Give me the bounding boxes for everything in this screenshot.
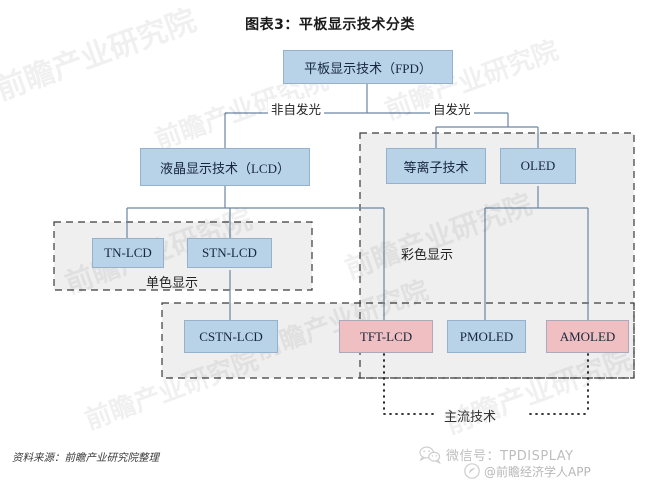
node-cstn-lcd-label: CSTN-LCD [199, 328, 263, 344]
node-tn-lcd[interactable]: TN-LCD [92, 238, 164, 268]
node-plasma[interactable]: 等离子技术 [386, 148, 486, 184]
node-fpd-label: 平板显示技术（FPD） [304, 60, 432, 76]
node-tft-lcd[interactable]: TFT-LCD [339, 320, 433, 353]
app-logo-icon [464, 463, 480, 479]
diagram-canvas: 平板显示技术（FPD） 液晶显示技术（LCD） 等离子技术 OLED TN-LC… [53, 50, 635, 424]
label-monochrome-display: 单色显示 [146, 275, 199, 290]
node-pmoled[interactable]: PMOLED [447, 320, 526, 353]
node-pmoled-label: PMOLED [459, 328, 514, 344]
node-tn-lcd-label: TN-LCD [104, 245, 152, 260]
label-non-self-emitting: 非自发光 [268, 99, 325, 118]
source-note: 资料来源：前瞻产业研究院整理 [12, 452, 159, 464]
node-stn-lcd-label: STN-LCD [202, 245, 257, 260]
wechat-id: 微信号：TPDISPLAY [446, 449, 574, 464]
node-tft-lcd-label: TFT-LCD [359, 328, 413, 344]
color-group-box [359, 132, 635, 379]
node-lcd-label: 液晶显示技术（LCD） [159, 160, 290, 176]
label-mainstream-technology: 主流技术 [444, 409, 497, 424]
node-fpd[interactable]: 平板显示技术（FPD） [283, 50, 453, 84]
mono-group-box [53, 221, 313, 291]
label-color-display: 彩色显示 [401, 247, 454, 262]
node-plasma-label: 等离子技术 [403, 159, 469, 175]
node-amoled-label: AMOLED [559, 328, 616, 344]
app-handle: @前瞻经济学人APP [484, 465, 591, 479]
node-stn-lcd[interactable]: STN-LCD [187, 238, 272, 268]
node-cstn-lcd[interactable]: CSTN-LCD [184, 320, 278, 353]
social-bar: 微信号：TPDISPLAY @前瞻经济学人APP [412, 443, 652, 487]
node-lcd[interactable]: 液晶显示技术（LCD） [140, 148, 310, 186]
node-amoled[interactable]: AMOLED [546, 320, 629, 353]
node-oled[interactable]: OLED [500, 148, 576, 184]
bottom-group-box [161, 302, 635, 379]
node-oled-label: OLED [520, 158, 556, 173]
page-title: 图表3：平板显示技术分类 [245, 17, 415, 33]
wechat-icon [419, 446, 442, 465]
label-self-emitting: 自发光 [430, 99, 474, 118]
